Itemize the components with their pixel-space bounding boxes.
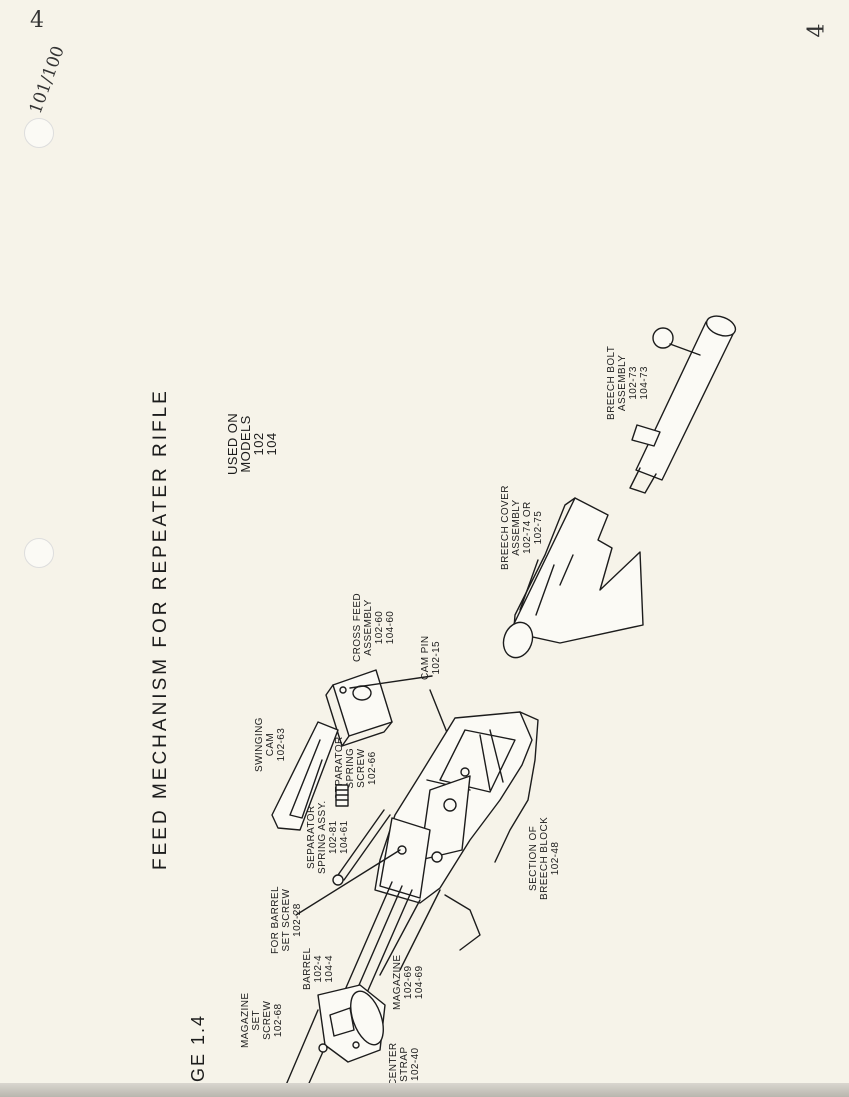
- magazine-drawing: [379, 889, 481, 976]
- breech-block-drawing: [374, 711, 539, 904]
- center-strap-drawing: [317, 984, 386, 1063]
- separator-spring-drawing: [332, 809, 391, 886]
- leader-line: [295, 849, 401, 916]
- breech-bolt-drawing: [629, 315, 737, 494]
- punch-hole: [24, 118, 54, 148]
- punch-hole: [24, 538, 54, 568]
- handwritten-mark: 4: [30, 8, 44, 33]
- swinging-cam-drawing: [271, 721, 339, 831]
- breech-cover-drawing: [502, 497, 644, 659]
- separator-screw-drawing: [335, 784, 349, 807]
